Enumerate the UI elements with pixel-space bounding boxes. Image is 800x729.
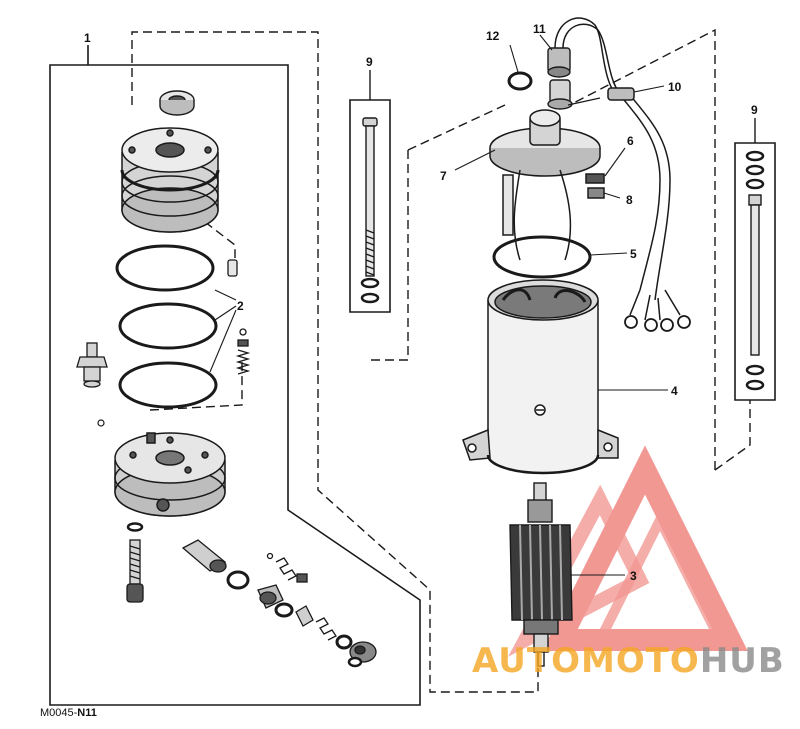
callout-5: 5 (630, 247, 637, 261)
callout-7: 7 (440, 169, 447, 183)
callout-11: 11 (533, 22, 546, 36)
ring-terminals (624, 315, 691, 332)
motor-frame (462, 279, 619, 475)
o-rings (115, 244, 218, 409)
motor-o-ring (492, 235, 592, 279)
callout-2: 2 (237, 299, 244, 313)
callout-8: 8 (626, 193, 633, 207)
callout-3: 3 (630, 569, 637, 583)
callout-4: 4 (671, 384, 678, 398)
callout-1: 1 (84, 31, 91, 45)
cable-harness (554, 17, 681, 321)
watermark-text: AUTOMOTOHUB (472, 641, 785, 681)
bleed-fitting (76, 342, 108, 388)
callout-2-leaders (209, 289, 237, 373)
dashed-leader-lines (131, 28, 751, 693)
callout-labels: 1 2 3 4 5 6 7 8 9 9 10 11 12 (84, 22, 758, 583)
through-bolt-left (349, 70, 391, 313)
armature (509, 482, 573, 667)
callout-leaders (454, 34, 668, 576)
dowel-pin (227, 259, 238, 277)
callout-10: 10 (668, 80, 682, 94)
assembly-bracket-1 (49, 45, 421, 706)
mounting-bolt (126, 522, 144, 603)
callout-9-right: 9 (751, 103, 758, 117)
end-cap-housing (120, 127, 220, 233)
figure-code: M0045-N11 (40, 707, 97, 719)
check-ball (97, 419, 105, 427)
seal-cap (159, 90, 195, 116)
through-bolt-right (734, 118, 776, 401)
callout-9-left: 9 (366, 55, 373, 69)
callout-6: 6 (627, 134, 634, 148)
spool-valve-parts (181, 539, 377, 668)
valve-body (114, 432, 226, 517)
grommet-and-washer (507, 47, 573, 110)
callout-12: 12 (486, 29, 500, 43)
spring-ball (235, 328, 251, 375)
brush-end-plate (489, 109, 605, 261)
